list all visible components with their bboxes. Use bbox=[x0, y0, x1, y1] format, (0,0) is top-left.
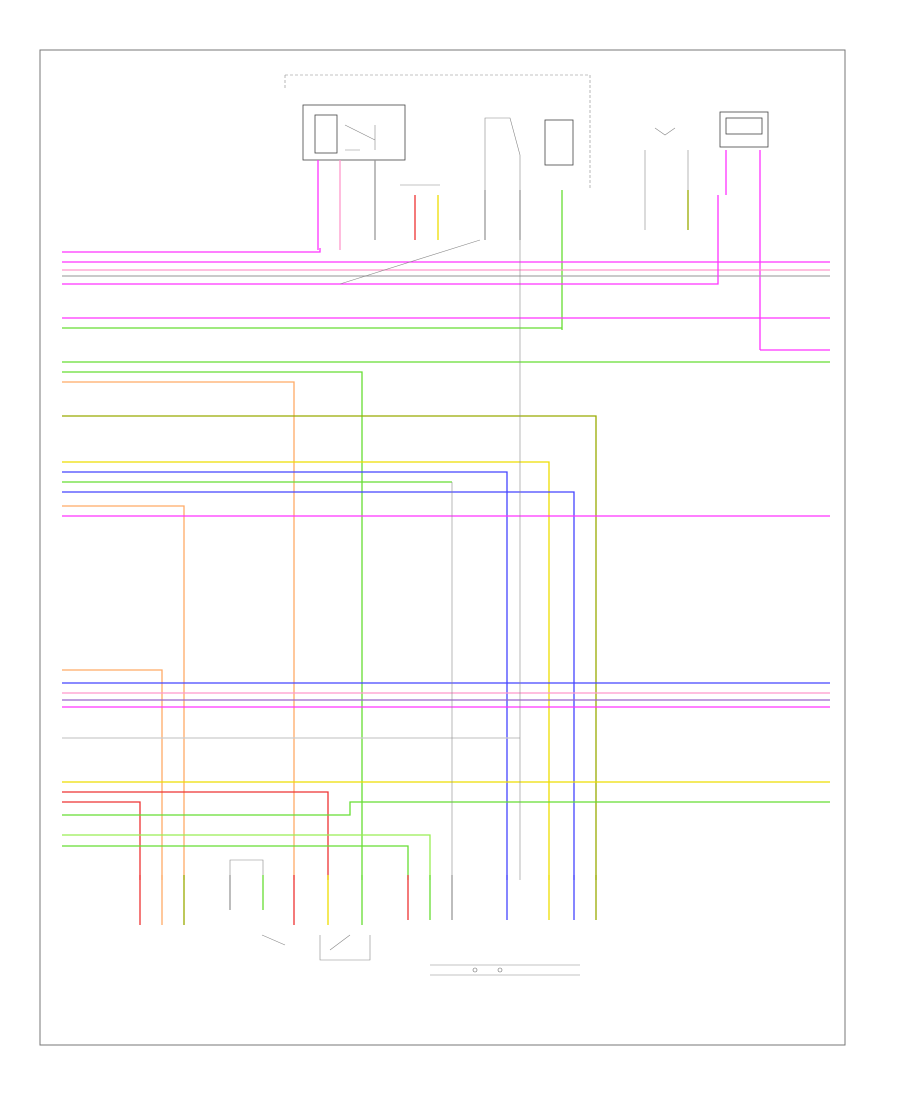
top-wire-stubs bbox=[317, 150, 761, 350]
horizontal-wires bbox=[62, 195, 830, 880]
fuse-element bbox=[544, 119, 574, 166]
diagram-border bbox=[39, 49, 846, 1046]
relay-coil bbox=[314, 114, 338, 154]
bottom-wire-stubs bbox=[139, 875, 597, 925]
module-top-right-inner bbox=[725, 117, 763, 135]
connector-pin-2 bbox=[497, 967, 503, 973]
top-components bbox=[284, 74, 769, 230]
connector-pin-1 bbox=[472, 967, 478, 973]
bottom-components bbox=[229, 859, 580, 976]
thin-vertical-lines bbox=[451, 240, 521, 880]
